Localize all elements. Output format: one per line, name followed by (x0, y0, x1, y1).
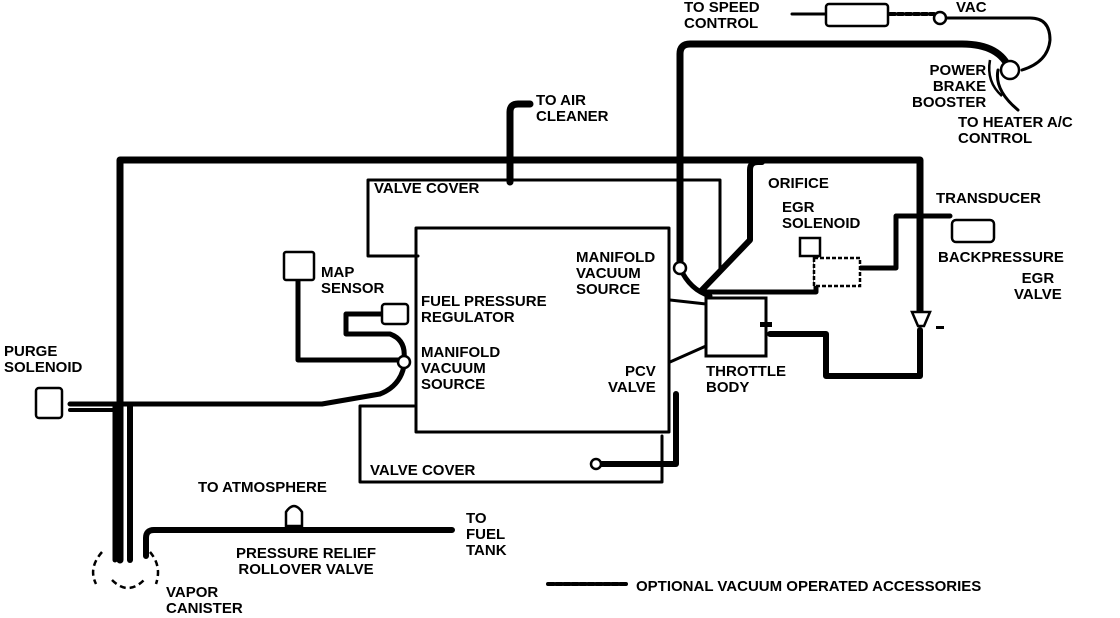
egr-solenoid-coil (812, 256, 862, 288)
air-cleaner-line (506, 100, 534, 186)
fuel-pressure-regulator-body (380, 302, 410, 326)
map-sensor-box (282, 250, 316, 282)
vac-hose-top (942, 16, 1052, 72)
egr-valve-shape (910, 310, 932, 328)
purge-solenoid-box (34, 386, 64, 420)
upper-valve-cover-outline (366, 178, 722, 272)
orifice-line (699, 159, 765, 293)
purge-to-manifold-line (67, 363, 407, 407)
throttle-to-egr-line (767, 327, 923, 379)
pcv-port (589, 457, 603, 471)
legend-optional-vacuum-accessories: OPTIONAL VACUUM OPERATED ACCESSORIES (636, 578, 982, 595)
label-orifice: ORIFICE (768, 175, 829, 192)
speed-control-line (676, 40, 1014, 266)
label-backpressure: BACKPRESSURE (938, 249, 1064, 266)
transducer-line (855, 213, 953, 271)
egr-solenoid-box (798, 236, 822, 258)
throttle-to-manifold-lines (668, 298, 708, 364)
brake-booster-fitting (999, 59, 1021, 81)
throttle-stub (760, 322, 772, 327)
main-top-vacuum-line (116, 156, 924, 564)
throttle-body-box (704, 296, 768, 358)
transducer-box (950, 218, 996, 244)
map-sensor-line (295, 277, 407, 363)
label-transducer: TRANSDUCER (936, 190, 1041, 207)
fuel-regulator-line (343, 311, 407, 361)
pcv-line (593, 391, 679, 467)
booster-lower-hose (995, 68, 1020, 112)
vapor-canister-outline (91, 551, 160, 590)
fuel-tank-line (143, 527, 455, 559)
vac-fitting (932, 10, 948, 26)
label-valve-cover-bottom: VALVE COVER (370, 462, 476, 479)
left-manifold-port (396, 354, 412, 370)
right-manifold-port (672, 260, 688, 276)
label-vac: VAC (956, 0, 987, 16)
intake-manifold-block (414, 226, 671, 434)
egr-valve-stub (936, 326, 944, 329)
label-valve-cover-top: VALVE COVER (374, 180, 480, 197)
booster-hook (988, 59, 1003, 97)
label-to-atmosphere: TO ATMOSPHERE (198, 479, 327, 496)
speed-control-box (824, 2, 890, 28)
rollover-valve-shape (284, 504, 304, 528)
